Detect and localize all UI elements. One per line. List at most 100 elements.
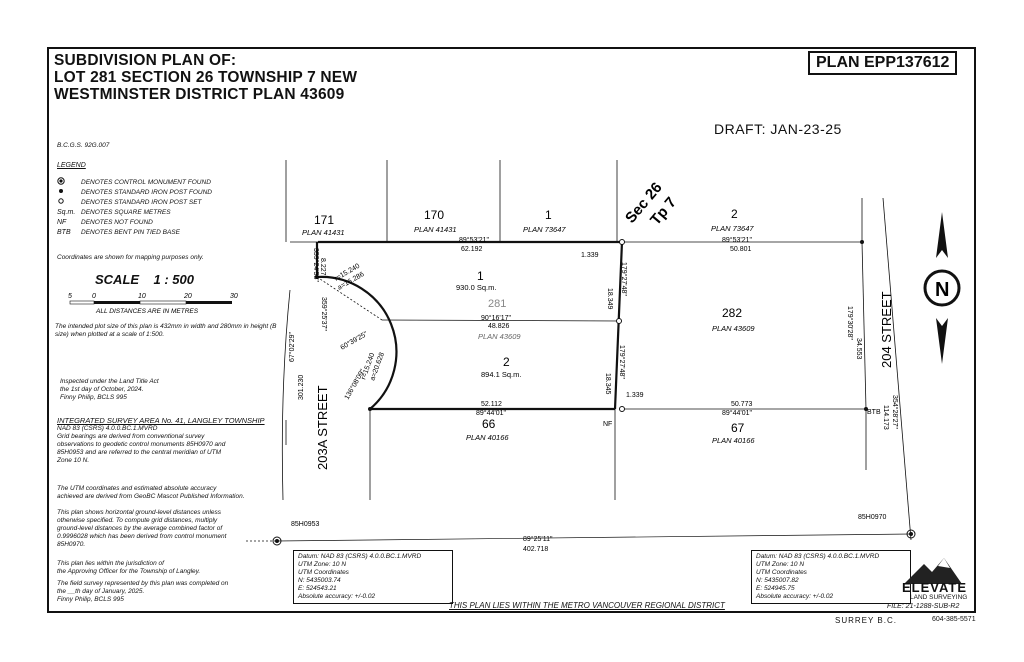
distance-note: This plan shows horizontal ground-level … bbox=[57, 509, 227, 548]
hollow-dot-icon bbox=[616, 318, 622, 324]
not-found-label: NF bbox=[603, 421, 612, 428]
bearing-label: 89°53'21" bbox=[459, 236, 489, 244]
control-monument-icon bbox=[906, 529, 916, 539]
bearing-label: 179°27'48" bbox=[620, 262, 628, 296]
angle-label: 60°39'25" bbox=[339, 330, 369, 352]
distance-label: 34.553 bbox=[855, 338, 862, 360]
plan-number: PLAN EPP137612 bbox=[808, 51, 958, 75]
old-lot-number: 281 bbox=[488, 298, 506, 310]
distance-label: 50.801 bbox=[730, 246, 752, 253]
scale-tick-label: 20 bbox=[183, 293, 192, 300]
filled-dot-icon bbox=[368, 407, 372, 411]
utm-note: The UTM coordinates and estimated absolu… bbox=[57, 485, 245, 500]
lot-number: 171 bbox=[314, 213, 334, 227]
lot-plan: PLAN 40166 bbox=[712, 436, 755, 445]
bearing-label: 89°44'01" bbox=[722, 409, 752, 417]
lot-plan: PLAN 43609 bbox=[478, 332, 521, 341]
distance-label: 62.192 bbox=[461, 246, 483, 253]
field-survey-note: The field survey represented by this pla… bbox=[57, 580, 229, 603]
control-monument-icon bbox=[272, 536, 282, 546]
hollow-dot-icon bbox=[57, 197, 81, 207]
lot-number: 1 bbox=[477, 269, 484, 283]
distance-label: 48.826 bbox=[488, 323, 510, 330]
legend-title: LEGEND bbox=[57, 162, 86, 169]
bent-pin-label: BTB bbox=[867, 409, 881, 416]
lot-area: 930.0 Sq.m. bbox=[456, 283, 496, 292]
legend-item: BTB DENOTES BENT PIN TIED BASE bbox=[57, 228, 180, 236]
distance-label: 301.230 bbox=[298, 375, 305, 400]
north-arrow-icon: N bbox=[923, 212, 961, 364]
draft-date: DRAFT: JAN-23-25 bbox=[714, 121, 842, 137]
distance-label: 402.718 bbox=[523, 546, 548, 553]
bearing-label: 89°25'11" bbox=[523, 535, 553, 543]
company-phone: 604-385-5571 bbox=[932, 616, 976, 623]
metro-note: THIS PLAN LIES WITHIN THE METRO VANCOUVE… bbox=[449, 601, 725, 610]
lot-number: 170 bbox=[424, 208, 444, 222]
bcgs-number: B.C.G.S. 92G.007 bbox=[57, 142, 110, 149]
legend-item: DENOTES STANDARD IRON POST SET bbox=[57, 197, 212, 207]
scale-tick-label: 0 bbox=[92, 293, 96, 300]
street-name-east: 204 STREET bbox=[879, 291, 894, 368]
plan-title: SUBDIVISION PLAN OF: LOT 281 SECTION 26 … bbox=[54, 52, 358, 103]
legend-item: Sq.m. DENOTES SQUARE METRES bbox=[57, 208, 171, 216]
offset-label: 1.339 bbox=[581, 252, 599, 259]
jurisdiction-note: This plan lies within the jurisdiction o… bbox=[57, 560, 201, 575]
lot-area: 894.1 Sq.m. bbox=[481, 370, 521, 379]
distance-label: 114.173 bbox=[882, 405, 889, 430]
filled-dot-icon bbox=[860, 240, 864, 244]
bearing-label: 179°30'28" bbox=[846, 306, 854, 340]
distance-label: 8.227 bbox=[319, 258, 326, 276]
bearing-label: 359°25'37" bbox=[320, 297, 328, 331]
lot-number: 2 bbox=[503, 355, 510, 369]
lot-number: 282 bbox=[722, 306, 742, 320]
lot-plan: PLAN 73647 bbox=[711, 224, 754, 233]
scale-bar: 5 0 10 20 30 ALL DISTANCES ARE IN METRES bbox=[68, 293, 238, 315]
street-name-west: 203A STREET bbox=[315, 385, 330, 470]
lot-number: 67 bbox=[731, 421, 745, 435]
scale-note: ALL DISTANCES ARE IN METRES bbox=[95, 308, 199, 315]
scale-label: SCALE 1 : 500 bbox=[95, 272, 194, 287]
monument-label: 85H0970 bbox=[858, 514, 887, 521]
legend-item: DENOTES STANDARD IRON POST FOUND bbox=[57, 187, 212, 197]
lot-number: 66 bbox=[482, 417, 496, 431]
filled-dot-icon bbox=[315, 275, 319, 279]
scale-tick-label: 5 bbox=[68, 293, 72, 300]
bearing-label: 89°53'21" bbox=[722, 236, 752, 244]
distance-label: 18.345 bbox=[604, 373, 611, 395]
monument-label: 85H0953 bbox=[291, 521, 320, 528]
plot-size-note: The intended plot size of this plan is 4… bbox=[55, 323, 277, 338]
company-name: ELEVATE bbox=[902, 580, 968, 595]
lot-plan: PLAN 41431 bbox=[302, 228, 345, 237]
bearing-label: 67°02'29" bbox=[288, 332, 296, 362]
integrated-survey-note: INTEGRATED SURVEY AREA No. 41, LANGLEY T… bbox=[57, 416, 265, 464]
bearing-label: 179°27'48" bbox=[618, 345, 626, 379]
lot-number: 2 bbox=[731, 207, 738, 221]
plan-frame bbox=[47, 47, 976, 613]
coords-note: Coordinates are shown for mapping purpos… bbox=[57, 254, 204, 261]
svg-text:N: N bbox=[935, 279, 949, 301]
company-city: SURREY B.C. bbox=[835, 616, 897, 625]
lot-plan: PLAN 43609 bbox=[712, 324, 755, 333]
bearing-label: 354°28'27" bbox=[891, 395, 899, 429]
bearing-label: 18.349 bbox=[606, 288, 613, 310]
legend: DENOTES CONTROL MONUMENT FOUND DENOTES S… bbox=[57, 177, 212, 237]
distance-label: 50.773 bbox=[731, 401, 753, 408]
hollow-dot-icon bbox=[619, 406, 625, 412]
filled-dot-icon bbox=[864, 407, 868, 411]
lot-plan: PLAN 41431 bbox=[414, 225, 457, 234]
bearing-label: 89°44'01" bbox=[476, 409, 506, 417]
scale-tick-label: 30 bbox=[230, 293, 238, 300]
bearing-label: 90°16'17" bbox=[481, 314, 511, 322]
lot-plan: PLAN 73647 bbox=[523, 225, 566, 234]
legend-item: NF DENOTES NOT FOUND bbox=[57, 218, 153, 226]
hollow-dot-icon bbox=[619, 239, 625, 245]
bearing-label: 359°24'58" bbox=[312, 248, 320, 282]
lot-plan: PLAN 40166 bbox=[466, 433, 509, 442]
scale-tick-label: 10 bbox=[138, 293, 146, 300]
offset-label: 1.339 bbox=[626, 392, 644, 399]
angle-label: 136°08'09" bbox=[343, 367, 367, 401]
